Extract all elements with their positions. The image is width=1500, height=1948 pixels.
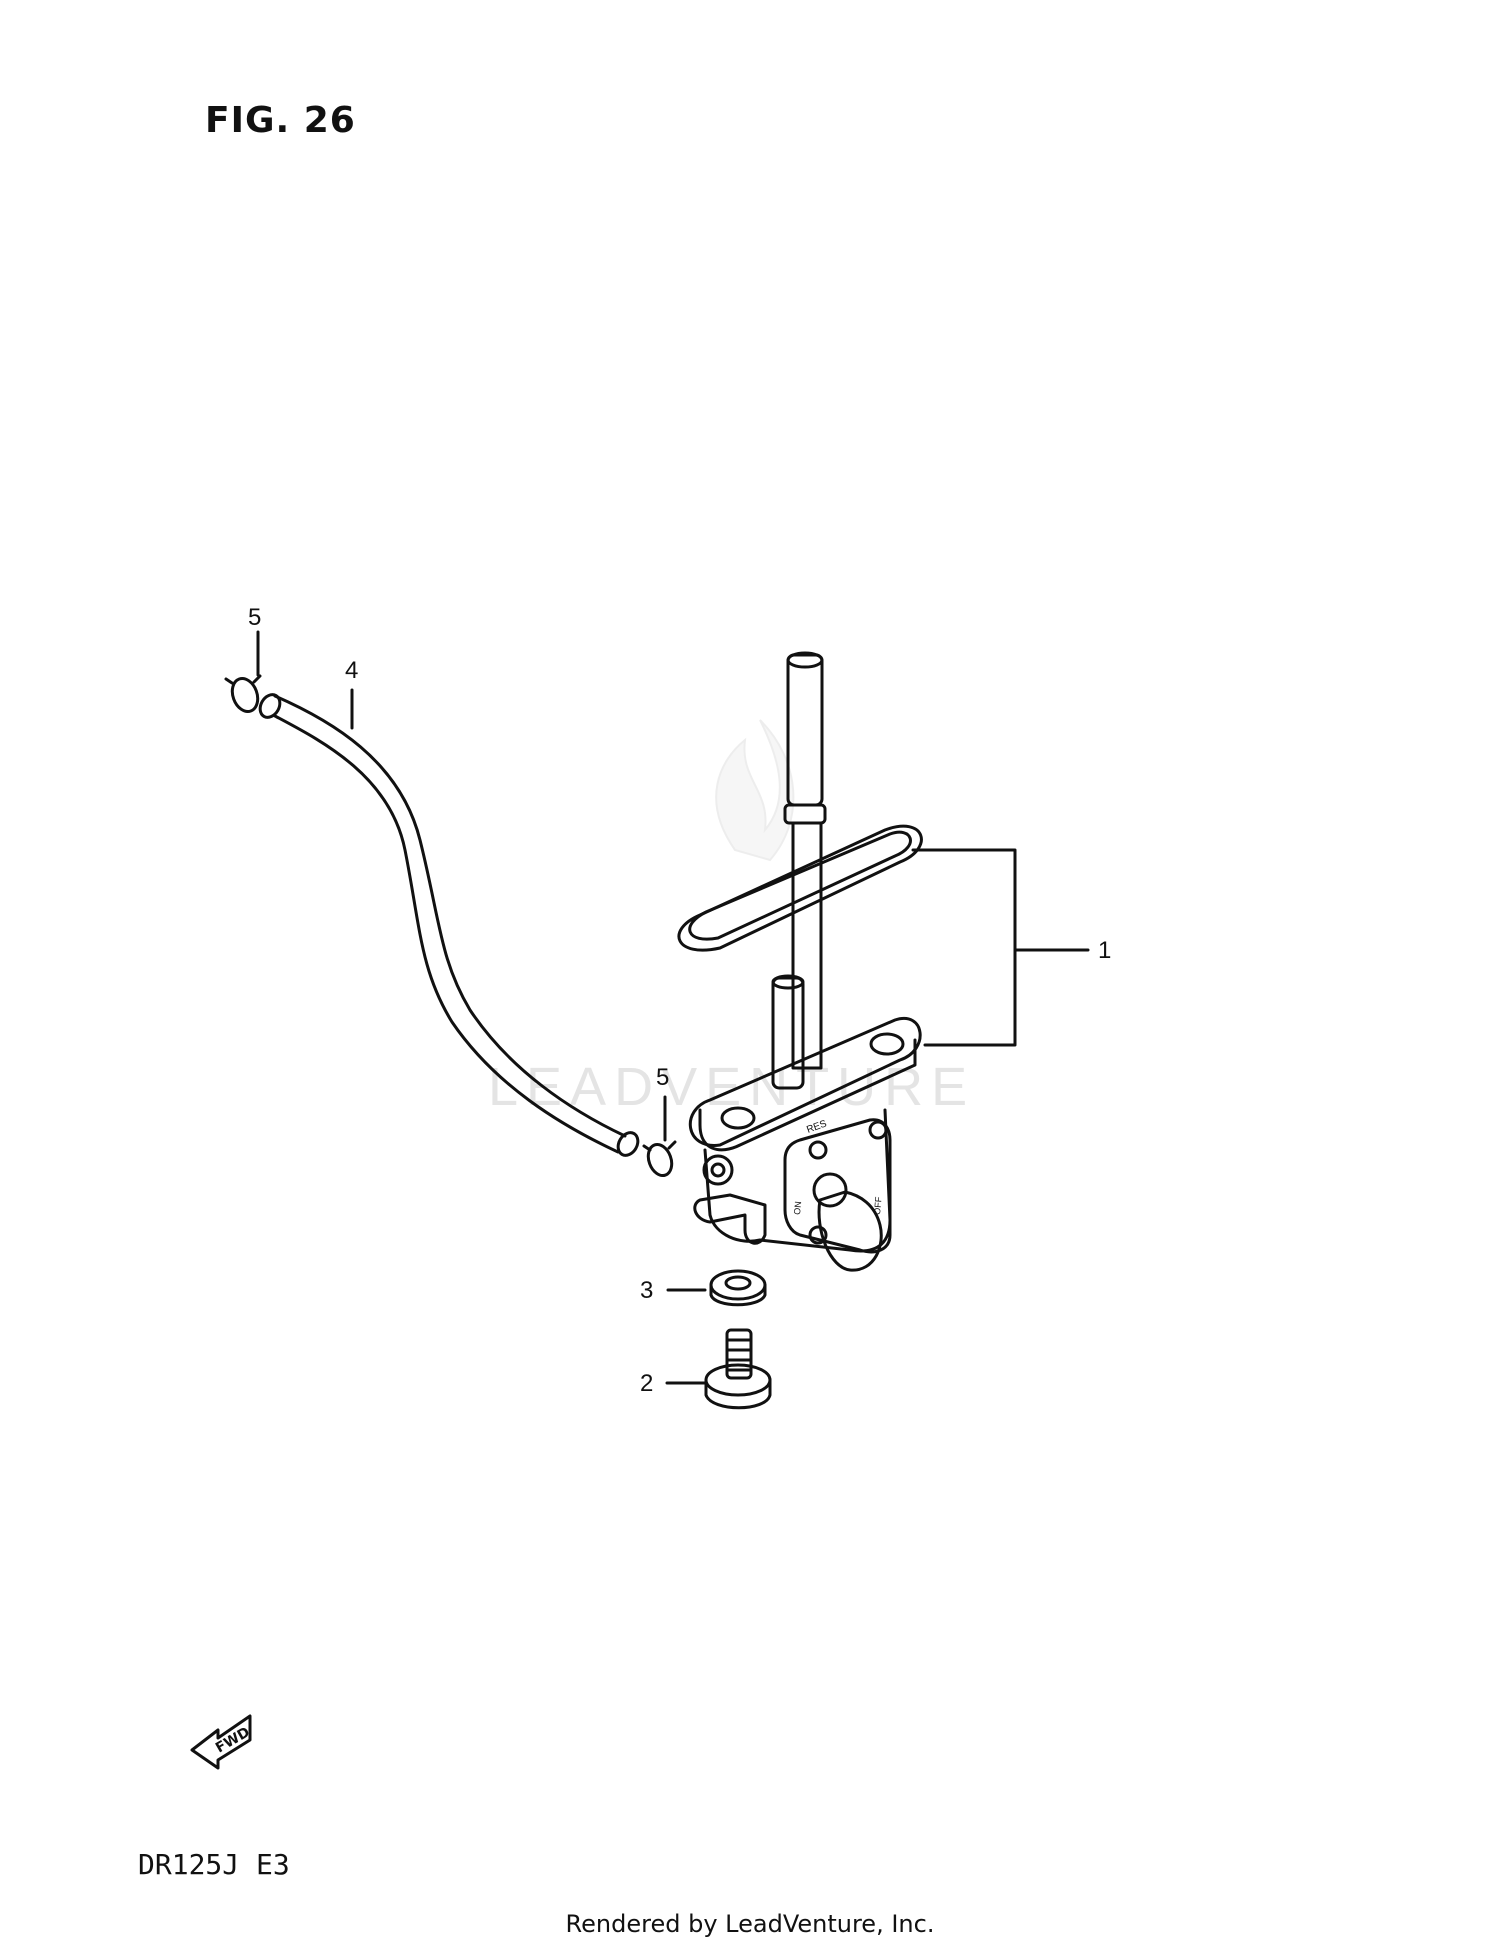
hose-clamp-lower (642, 1140, 677, 1177)
callout-2: 2 (640, 1370, 653, 1397)
callout-1: 1 (1098, 937, 1111, 964)
figure-title: FIG. 26 (205, 100, 356, 141)
model-code: DR125J E3 (138, 1848, 290, 1881)
hose-clamp-upper (224, 674, 262, 713)
footer-credit: Rendered by LeadVenture, Inc. (565, 1910, 935, 1938)
screw (704, 1328, 772, 1410)
callout-4: 4 (345, 657, 358, 684)
fuel-hose (258, 693, 640, 1157)
washer (709, 1269, 767, 1307)
callout-5-lower: 5 (656, 1064, 669, 1091)
fuel-cock-assembly: RES ON OFF (677, 651, 923, 1272)
watermark-logo (715, 719, 795, 862)
valve-marking-off: OFF (872, 1196, 884, 1215)
forward-direction-arrow: FWD (190, 1714, 253, 1770)
valve-marking-on: ON (792, 1201, 803, 1215)
callout-leaders (256, 630, 1090, 1385)
callout-3: 3 (640, 1277, 653, 1304)
callout-5-upper: 5 (248, 604, 261, 631)
